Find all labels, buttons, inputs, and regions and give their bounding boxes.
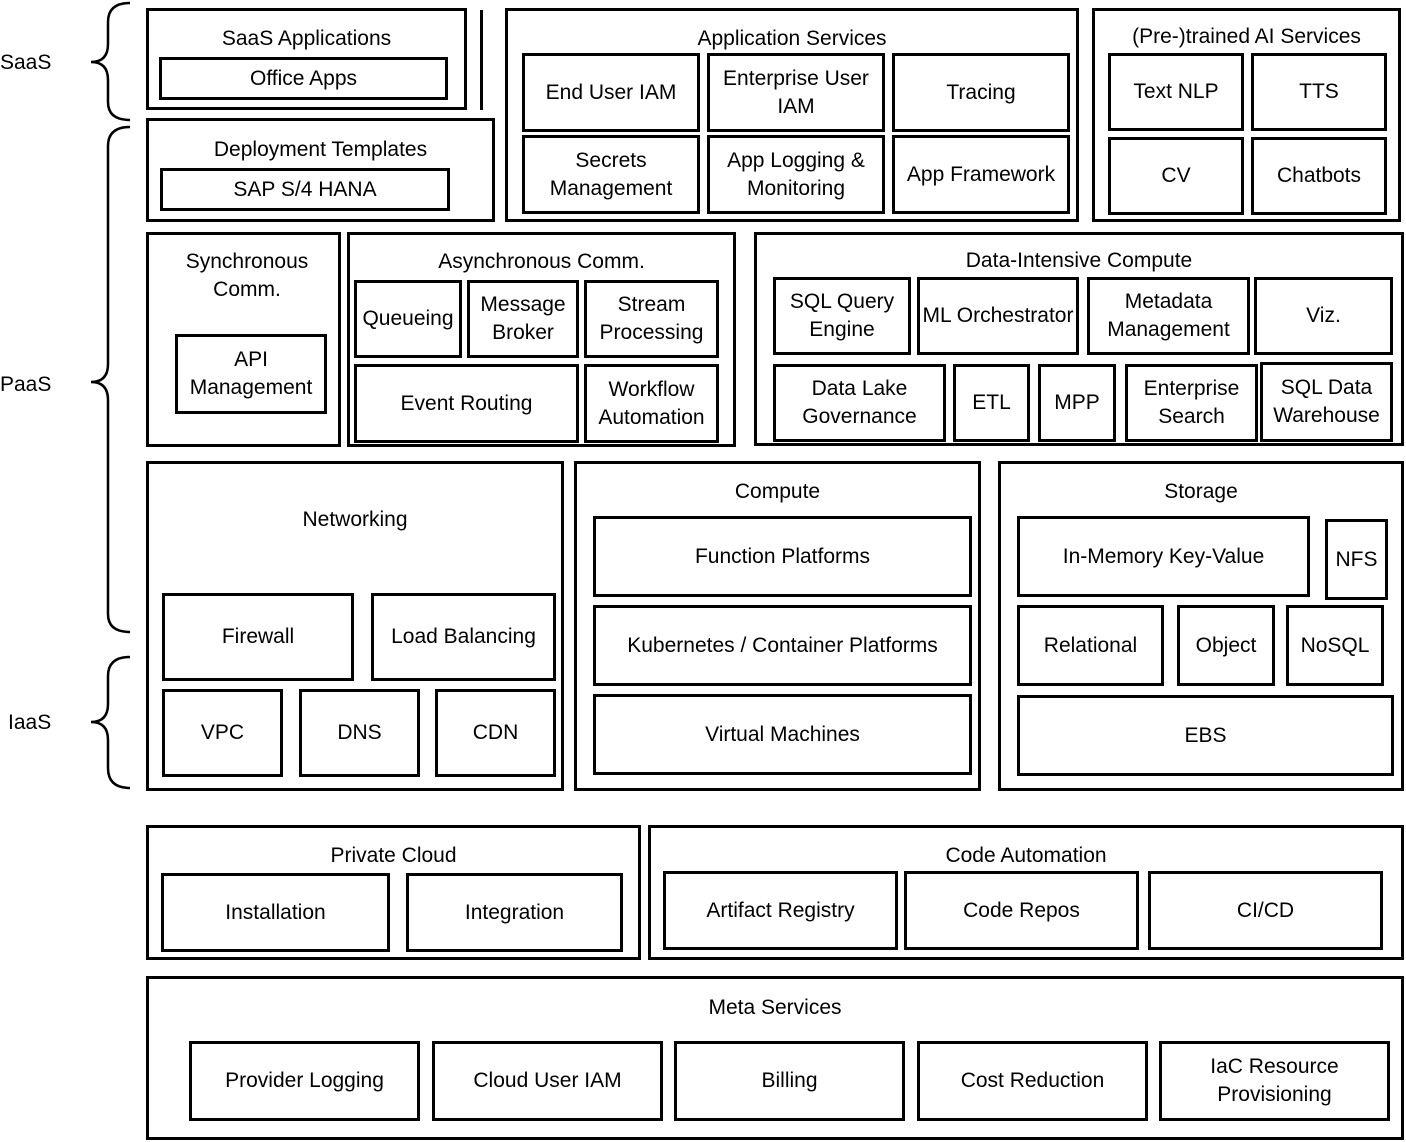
nosql-box: NoSQL	[1286, 605, 1384, 686]
sql-data-warehouse-box: SQL Data Warehouse	[1260, 362, 1393, 442]
cloud-user-iam-box: Cloud User IAM	[432, 1041, 663, 1121]
storage-group: Storage In-Memory Key-Value NFS Relation…	[998, 461, 1404, 791]
function-platforms-box: Function Platforms	[593, 516, 972, 597]
data-intensive-compute-group: Data-Intensive Compute SQL Query Engine …	[754, 232, 1404, 446]
object-box: Object	[1177, 605, 1275, 686]
queueing-box: Queueing	[354, 280, 462, 358]
cdn-box: CDN	[435, 689, 556, 777]
saas-applications-group: SaaS Applications Office Apps	[146, 8, 467, 110]
synchronous-comm-title: Synchronous Comm.	[185, 250, 309, 301]
api-management-box: API Management	[175, 334, 327, 414]
message-broker-box: Message Broker	[467, 280, 579, 358]
vpc-box: VPC	[162, 689, 283, 777]
app-logging-monitoring-box: App Logging & Monitoring	[707, 135, 885, 214]
metadata-management-box: Metadata Management	[1087, 277, 1250, 355]
chatbots-box: Chatbots	[1251, 137, 1387, 215]
compute-group: Compute Function Platforms Kubernetes / …	[574, 461, 981, 791]
sap-s4-hana-box: SAP S/4 HANA	[160, 168, 450, 211]
code-repos-box: Code Repos	[904, 871, 1139, 950]
tier-label-saas: SaaS	[0, 51, 52, 74]
stream-processing-box: Stream Processing	[584, 280, 719, 358]
end-user-iam-box: End User IAM	[522, 53, 700, 132]
workflow-automation-box: Workflow Automation	[584, 364, 719, 443]
code-automation-title: Code Automation	[945, 844, 1107, 867]
deployment-templates-title: Deployment Templates	[213, 138, 428, 161]
tracing-box: Tracing	[892, 53, 1070, 132]
installation-box: Installation	[161, 873, 390, 952]
cost-reduction-box: Cost Reduction	[917, 1041, 1148, 1121]
paas-brace	[90, 125, 131, 634]
data-intensive-compute-title: Data-Intensive Compute	[965, 249, 1193, 272]
iaas-brace	[90, 655, 131, 790]
synchronous-comm-group: Synchronous Comm. API Management	[146, 232, 341, 447]
compute-title: Compute	[734, 480, 821, 503]
virtual-machines-box: Virtual Machines	[593, 694, 972, 775]
private-cloud-group: Private Cloud Installation Integration	[146, 825, 641, 960]
tier-label-iaas: IaaS	[8, 711, 52, 734]
office-apps-box: Office Apps	[159, 57, 448, 100]
separator-line	[480, 10, 483, 110]
code-automation-group: Code Automation Artifact Registry Code R…	[648, 825, 1404, 960]
viz-box: Viz.	[1254, 277, 1393, 355]
event-routing-box: Event Routing	[354, 364, 579, 443]
ai-services-group: (Pre-)trained AI Services Text NLP TTS C…	[1092, 8, 1401, 222]
asynchronous-comm-title: Asynchronous Comm.	[438, 250, 645, 273]
enterprise-user-iam-box: Enterprise User IAM	[707, 53, 885, 132]
enterprise-search-box: Enterprise Search	[1125, 364, 1258, 442]
ci-cd-box: CI/CD	[1148, 871, 1383, 950]
deployment-templates-group: Deployment Templates SAP S/4 HANA	[146, 118, 495, 222]
networking-group: Networking Firewall Load Balancing VPC D…	[146, 461, 564, 791]
meta-services-group: Meta Services Provider Logging Cloud Use…	[146, 976, 1404, 1140]
dns-box: DNS	[299, 689, 420, 777]
in-memory-key-value-box: In-Memory Key-Value	[1017, 516, 1310, 597]
ai-services-title: (Pre-)trained AI Services	[1132, 25, 1361, 48]
meta-services-title: Meta Services	[708, 996, 842, 1019]
relational-box: Relational	[1017, 605, 1164, 686]
networking-title: Networking	[302, 508, 408, 531]
sql-query-engine-box: SQL Query Engine	[773, 277, 911, 355]
application-services-group: Application Services End User IAM Enterp…	[505, 8, 1079, 222]
tts-box: TTS	[1251, 53, 1387, 131]
application-services-title: Application Services	[697, 27, 887, 50]
mpp-box: MPP	[1038, 364, 1116, 442]
etl-box: ETL	[953, 364, 1030, 442]
app-framework-box: App Framework	[892, 135, 1070, 214]
data-lake-governance-box: Data Lake Governance	[773, 364, 946, 442]
cv-box: CV	[1108, 137, 1244, 215]
provider-logging-box: Provider Logging	[189, 1041, 420, 1121]
ebs-box: EBS	[1017, 695, 1394, 776]
integration-box: Integration	[406, 873, 623, 952]
load-balancing-box: Load Balancing	[371, 593, 556, 681]
kubernetes-container-platforms-box: Kubernetes / Container Platforms	[593, 605, 972, 686]
private-cloud-title: Private Cloud	[330, 844, 457, 867]
ml-orchestrator-box: ML Orchestrator	[917, 277, 1079, 355]
text-nlp-box: Text NLP	[1108, 53, 1244, 131]
iac-resource-provisioning-box: IaC Resource Provisioning	[1159, 1041, 1390, 1121]
tier-label-paas: PaaS	[0, 373, 52, 396]
secrets-management-box: Secrets Management	[522, 135, 700, 214]
firewall-box: Firewall	[162, 593, 354, 681]
storage-title: Storage	[1164, 480, 1238, 503]
nfs-box: NFS	[1325, 519, 1388, 600]
artifact-registry-box: Artifact Registry	[663, 871, 898, 950]
asynchronous-comm-group: Asynchronous Comm. Queueing Message Brok…	[347, 232, 736, 447]
saas-applications-title: SaaS Applications	[221, 27, 392, 50]
billing-box: Billing	[674, 1041, 905, 1121]
saas-brace	[90, 1, 131, 122]
